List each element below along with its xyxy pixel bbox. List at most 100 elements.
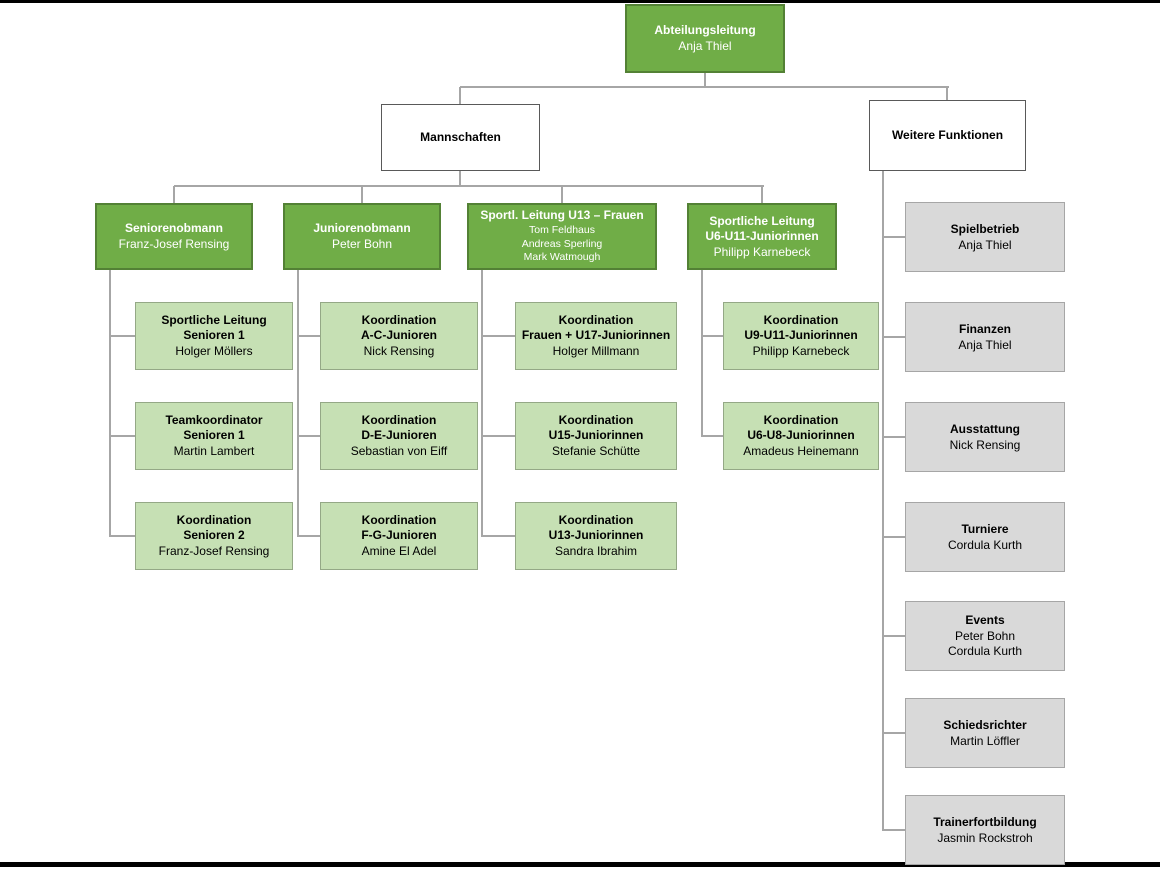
node-events: Events Peter Bohn Cordula Kurth xyxy=(905,601,1065,671)
node-turniere: Turniere Cordula Kurth xyxy=(905,502,1065,572)
connector-line xyxy=(481,270,483,537)
node-title: Koordination A-C-Junioren xyxy=(361,313,437,342)
connector-line xyxy=(883,536,906,538)
node-koordination-u15-juniorinnen: Koordination U15-Juniorinnen Stefanie Sc… xyxy=(515,402,677,470)
node-person: Sandra Ibrahim xyxy=(554,544,638,558)
node-schiedsrichter: Schiedsrichter Martin Löffler xyxy=(905,698,1065,768)
connector-line xyxy=(702,435,724,437)
connector-line xyxy=(110,535,136,537)
node-title: Mannschaften xyxy=(420,130,501,144)
connector-line xyxy=(883,732,906,734)
connector-line xyxy=(882,171,884,831)
connector-line xyxy=(298,535,321,537)
connector-line xyxy=(883,635,906,637)
connector-line xyxy=(761,186,763,203)
node-person: Holger Millmann xyxy=(552,344,640,358)
node-title: Koordination Senioren 2 xyxy=(176,513,252,542)
node-person: Tom Feldhaus Andreas Sperling Mark Watmo… xyxy=(521,224,603,264)
connector-line xyxy=(883,829,906,831)
connector-line xyxy=(883,336,906,338)
node-person: Anja Thiel xyxy=(958,237,1012,252)
node-koordination-frauen-u17: Koordination Frauen + U17-Juniorinnen Ho… xyxy=(515,302,677,370)
connector-line xyxy=(482,335,516,337)
connector-line xyxy=(297,270,299,537)
node-title: Koordination U15-Juniorinnen xyxy=(548,413,644,442)
node-person: Nick Rensing xyxy=(949,437,1021,452)
node-title: Koordination U6-U8-Juniorinnen xyxy=(747,413,855,442)
node-koordination-d-e-junioren: Koordination D-E-Junioren Sebastian von … xyxy=(320,402,478,470)
node-sportliche-leitung-u6-u11: Sportliche Leitung U6-U11-Juniorinnen Ph… xyxy=(687,203,837,270)
node-title: Events xyxy=(965,613,1005,627)
node-person: Stefanie Schütte xyxy=(551,444,641,458)
node-title: Schiedsrichter xyxy=(943,717,1027,732)
connector-line xyxy=(110,435,136,437)
node-person: Franz-Josef Rensing xyxy=(118,237,230,251)
connector-line xyxy=(482,435,516,437)
node-person: Anja Thiel xyxy=(678,39,732,53)
connector-line xyxy=(361,186,363,203)
node-sportliche-leitung-senioren-1: Sportliche Leitung Senioren 1 Holger Möl… xyxy=(135,302,293,370)
node-ausstattung: Ausstattung Nick Rensing xyxy=(905,402,1065,472)
node-title: Abteilungsleitung xyxy=(654,23,756,37)
connector-line xyxy=(459,171,461,186)
node-person: Martin Lambert xyxy=(173,444,255,458)
node-title: Turniere xyxy=(961,521,1009,536)
node-title: Sportliche Leitung U6-U11-Juniorinnen xyxy=(705,213,819,243)
node-person: Nick Rensing xyxy=(363,344,435,358)
connector-line xyxy=(173,186,175,203)
node-person: Amine El Adel xyxy=(361,544,437,558)
node-koordination-a-c-junioren: Koordination A-C-Junioren Nick Rensing xyxy=(320,302,478,370)
node-person: Peter Bohn Cordula Kurth xyxy=(947,629,1023,658)
node-koordination-f-g-junioren: Koordination F-G-Junioren Amine El Adel xyxy=(320,502,478,570)
node-person: Philipp Karnebeck xyxy=(752,344,850,358)
node-juniorenobmann: Juniorenobmann Peter Bohn xyxy=(283,203,441,270)
node-title: Koordination Frauen + U17-Juniorinnen xyxy=(521,313,671,342)
node-sportl-leitung-u13-frauen: Sportl. Leitung U13 – Frauen Tom Feldhau… xyxy=(467,203,657,270)
node-person: Cordula Kurth xyxy=(947,537,1023,552)
node-abteilungsleitung: Abteilungsleitung Anja Thiel xyxy=(625,4,785,73)
node-title: Koordination U13-Juniorinnen xyxy=(548,513,644,542)
node-koordination-u13-juniorinnen: Koordination U13-Juniorinnen Sandra Ibra… xyxy=(515,502,677,570)
node-title: Koordination F-G-Junioren xyxy=(361,513,437,542)
node-koordination-u9-u11-juniorinnen: Koordination U9-U11-Juniorinnen Philipp … xyxy=(723,302,879,370)
connector-line xyxy=(174,185,764,187)
connector-line xyxy=(883,436,906,438)
node-title: Teamkoordinator Senioren 1 xyxy=(165,413,263,442)
node-koordination-senioren-2: Koordination Senioren 2 Franz-Josef Rens… xyxy=(135,502,293,570)
connector-line xyxy=(459,87,461,104)
node-person: Holger Möllers xyxy=(175,344,253,358)
connector-line xyxy=(109,270,111,537)
connector-line xyxy=(298,335,321,337)
bottom-frame-bar xyxy=(0,862,1160,867)
connector-line xyxy=(701,270,703,437)
node-title: Sportl. Leitung U13 – Frauen xyxy=(480,208,644,223)
node-person: Jasmin Rockstroh xyxy=(937,830,1033,845)
node-title: Seniorenobmann xyxy=(124,221,223,235)
node-title: Trainerfortbildung xyxy=(933,814,1037,829)
node-trainerfortbildung: Trainerfortbildung Jasmin Rockstroh xyxy=(905,795,1065,865)
node-weitere-funktionen: Weitere Funktionen xyxy=(869,100,1026,171)
connector-line xyxy=(110,335,136,337)
node-mannschaften: Mannschaften xyxy=(381,104,540,171)
node-title: Spielbetrieb xyxy=(950,221,1020,236)
node-title: Sportliche Leitung Senioren 1 xyxy=(161,313,267,342)
node-title: Weitere Funktionen xyxy=(891,128,1004,142)
node-person: Amadeus Heinemann xyxy=(743,444,859,458)
node-person: Peter Bohn xyxy=(331,237,393,251)
node-title: Koordination D-E-Junioren xyxy=(361,413,437,442)
node-seniorenobmann: Seniorenobmann Franz-Josef Rensing xyxy=(95,203,253,270)
node-teamkoordinator-senioren-1: Teamkoordinator Senioren 1 Martin Lamber… xyxy=(135,402,293,470)
node-title: Finanzen xyxy=(958,321,1011,336)
connector-line xyxy=(482,535,516,537)
node-person: Sebastian von Eiff xyxy=(350,444,448,458)
connector-line xyxy=(298,435,321,437)
connector-line xyxy=(460,86,949,88)
node-title: Koordination U9-U11-Juniorinnen xyxy=(744,313,858,342)
connector-line xyxy=(883,236,906,238)
node-person: Philipp Karnebeck xyxy=(713,244,811,259)
node-person: Martin Löffler xyxy=(950,733,1020,748)
node-person: Anja Thiel xyxy=(958,337,1012,352)
connector-line xyxy=(704,73,706,87)
node-title: Ausstattung xyxy=(950,421,1020,436)
